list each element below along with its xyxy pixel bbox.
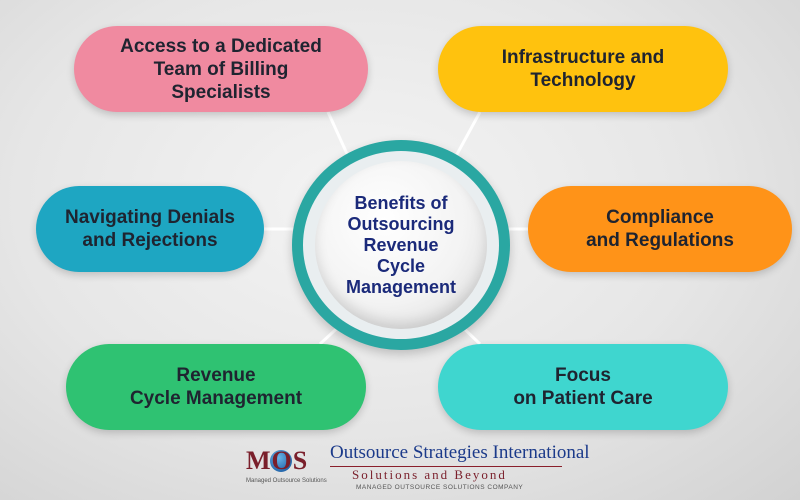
company-name: Outsource Strategies International [330,442,590,463]
divider [330,466,562,467]
benefit-label: Access to a Dedicated Team of Billing Sp… [120,35,322,103]
benefit-revenue-cycle: Revenue Cycle Management [66,344,366,430]
center-title: Benefits of Outsourcing Revenue Cycle Ma… [315,161,487,329]
benefit-label: Navigating Denials and Rejections [65,207,235,251]
benefit-infrastructure: Infrastructure and Technology [438,26,728,112]
tagline: Solutions and Beyond [352,467,507,482]
mos-logo-subtitle: Managed Outsource Solutions [246,478,327,484]
benefit-compliance: Compliance and Regulations [528,186,792,272]
center-title-text: Benefits of Outsourcing Revenue Cycle Ma… [345,192,457,297]
benefit-patient-care: Focus on Patient Care [438,344,728,430]
tagline-sub: MANAGED OUTSOURCE SOLUTIONS COMPANY [356,484,524,491]
benefit-label: Infrastructure and Technology [501,47,665,91]
benefit-dedicated-team: Access to a Dedicated Team of Billing Sp… [74,26,368,112]
footer-logo-block: MOS Managed Outsource Solutions Outsourc… [240,440,590,496]
benefit-label: Focus on Patient Care [513,365,653,409]
mos-logo: MOS Managed Outsource Solutions [246,442,327,492]
mos-logo-text: MOS [246,446,309,475]
globe-icon [270,450,292,472]
benefit-denials: Navigating Denials and Rejections [36,186,264,272]
benefit-label: Compliance and Regulations [586,207,734,251]
benefit-label: Revenue Cycle Management [129,365,303,409]
